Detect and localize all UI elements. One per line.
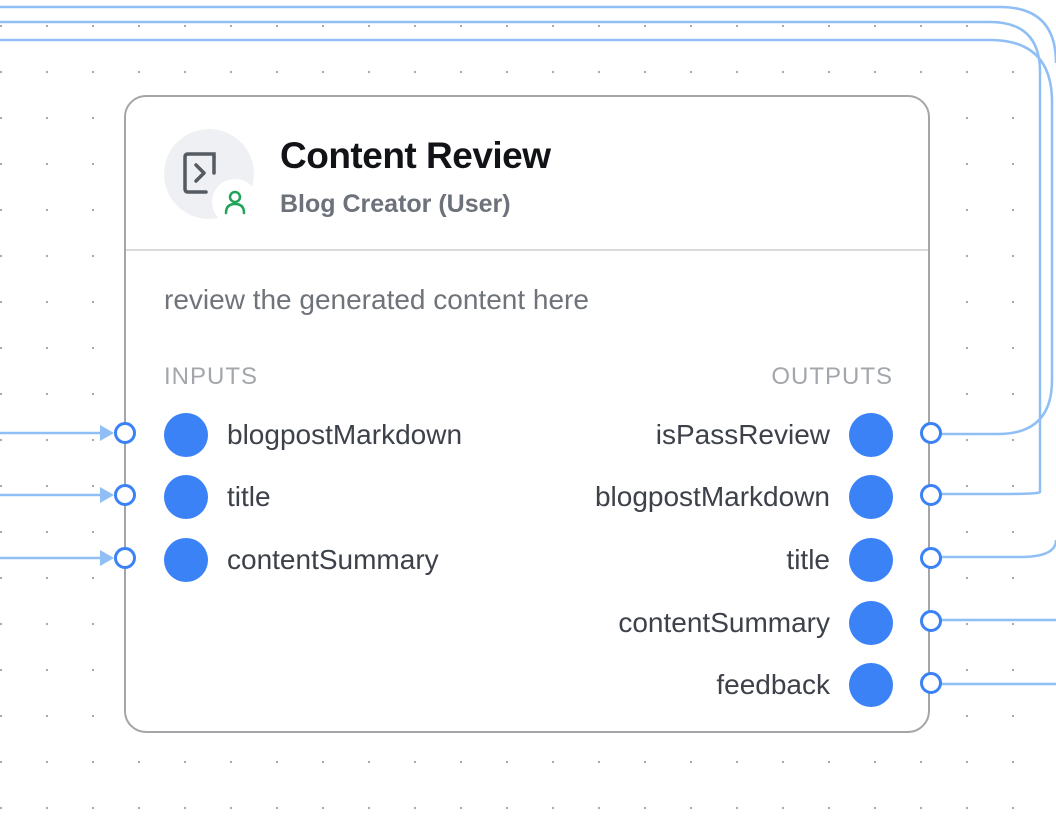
input-handle[interactable] (114, 484, 136, 506)
port-dot[interactable] (849, 475, 893, 519)
user-badge (212, 179, 258, 225)
port-dot[interactable] (849, 601, 893, 645)
terminal-prompt-icon (183, 152, 216, 194)
output-handle[interactable] (920, 547, 942, 569)
output-handle[interactable] (920, 484, 942, 506)
port-label: title (786, 544, 830, 575)
outputs-label: OUTPUTS (771, 363, 893, 390)
input-port-row[interactable]: title (164, 475, 271, 519)
output-handle[interactable] (920, 422, 942, 444)
port-dot[interactable] (849, 663, 893, 707)
port-dot[interactable] (164, 538, 208, 582)
port-label: isPassReview (655, 419, 830, 450)
output-handle[interactable] (920, 672, 942, 694)
port-label: blogpostMarkdown (594, 481, 830, 512)
port-label: blogpostMarkdown (227, 419, 463, 450)
port-dot[interactable] (849, 538, 893, 582)
output-handle[interactable] (920, 610, 942, 632)
output-port-row[interactable]: contentSummary (618, 601, 893, 645)
input-handle[interactable] (114, 422, 136, 444)
port-label: contentSummary (227, 544, 439, 575)
input-port-row[interactable]: contentSummary (164, 538, 439, 582)
port-dot[interactable] (164, 413, 208, 457)
arrowhead-icon (100, 550, 114, 566)
port-label: feedback (716, 669, 830, 700)
port-dot[interactable] (164, 475, 208, 519)
arrowhead-icon (100, 425, 114, 441)
port-label: contentSummary (618, 607, 830, 638)
edge[interactable] (0, 5, 1056, 64)
edge[interactable] (0, 38, 1054, 436)
output-port-row[interactable]: isPassReview (656, 413, 893, 457)
edge[interactable] (941, 539, 1056, 559)
edge[interactable] (0, 20, 1042, 496)
node-subtitle: Blog Creator (User) (280, 190, 511, 218)
arrowhead-icon (100, 487, 114, 503)
port-dot[interactable] (849, 413, 893, 457)
user-icon (224, 190, 246, 215)
output-port-row[interactable]: feedback (716, 663, 893, 707)
node-title: Content Review (280, 135, 551, 176)
input-handle[interactable] (114, 547, 136, 569)
node-description: review the generated content here (164, 284, 589, 315)
node-header: Content Review Blog Creator (User) (126, 97, 928, 251)
input-port-row[interactable]: blogpostMarkdown (164, 413, 462, 457)
content-review-node[interactable]: Content Review Blog Creator (User) revie… (124, 95, 930, 733)
inputs-label: INPUTS (164, 363, 259, 390)
output-port-row[interactable]: title (786, 538, 893, 582)
node-icon (164, 129, 258, 225)
output-port-row[interactable]: blogpostMarkdown (595, 475, 893, 519)
port-label: title (227, 481, 271, 512)
